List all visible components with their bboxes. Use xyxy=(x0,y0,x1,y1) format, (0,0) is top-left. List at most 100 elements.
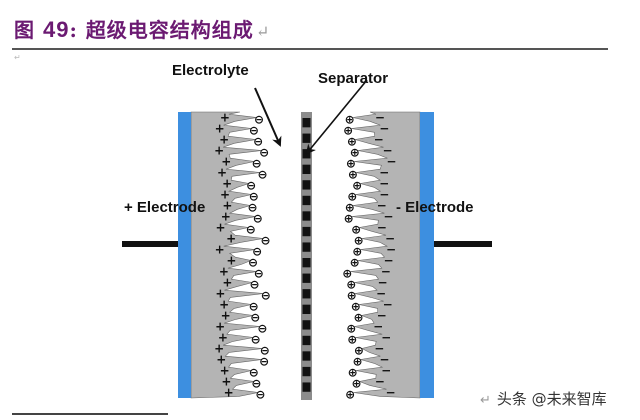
electrolyte-anion: ⊖ xyxy=(249,300,259,314)
electrolyte-cation: ⊕ xyxy=(351,223,361,237)
electrolyte-anion: ⊖ xyxy=(259,355,269,369)
separator-pore xyxy=(302,211,311,221)
electrode-positive-charge: + xyxy=(214,144,224,158)
electrolyte-anion: ⊖ xyxy=(257,168,267,182)
electrode-positive-charge: + xyxy=(220,188,230,202)
return-icon: ↵ xyxy=(480,393,491,408)
electrolyte-label: Electrolyte xyxy=(172,62,249,79)
electrolyte-anion: ⊖ xyxy=(260,344,270,358)
electrode-negative-charge: − xyxy=(385,386,395,400)
electrolyte-cation: ⊕ xyxy=(352,179,362,193)
electrolyte-cation: ⊕ xyxy=(352,355,362,369)
electrode-negative-charge: − xyxy=(381,265,391,279)
negative-current-collector xyxy=(420,112,434,398)
electrode-negative-charge: − xyxy=(377,221,387,235)
positive-electrode-material xyxy=(190,111,264,399)
electrode-negative-charge: − xyxy=(383,298,393,312)
electrolyte-cation: ⊕ xyxy=(351,300,361,314)
electrode-negative-charge: − xyxy=(373,320,383,334)
electrode-negative-charge: − xyxy=(377,199,387,213)
bottom-divider xyxy=(12,413,168,415)
electrode-positive-charge: + xyxy=(219,265,229,279)
electrode-positive-charge: + xyxy=(220,111,230,125)
separator-pore xyxy=(302,242,311,252)
electrolyte-cation: ⊕ xyxy=(353,311,363,325)
electrolyte-anion: ⊖ xyxy=(252,245,262,259)
electrolyte-anion: ⊖ xyxy=(251,333,261,347)
electrolyte-anion: ⊖ xyxy=(254,267,264,281)
electrolyte-cation: ⊕ xyxy=(346,322,356,336)
separator-label: Separator xyxy=(318,70,388,87)
electrode-positive-charge: + xyxy=(222,177,232,191)
electrode-positive-charge: + xyxy=(215,221,225,235)
electrode-positive-charge: + xyxy=(221,210,231,224)
electrolyte-anion: ⊖ xyxy=(252,157,262,171)
electrode-negative-charge: − xyxy=(386,155,396,169)
electrolyte-cation: ⊕ xyxy=(342,267,352,281)
electrode-negative-charge: − xyxy=(379,188,389,202)
watermark-text: 头条 @未来智库 xyxy=(496,390,607,408)
separator-pore xyxy=(302,164,311,174)
negative-wire xyxy=(434,241,492,247)
electrolyte-anion: ⊖ xyxy=(261,289,271,303)
electrode-positive-charge: + xyxy=(217,166,227,180)
electrode-positive-charge: + xyxy=(224,386,234,400)
electrode-positive-charge: + xyxy=(214,342,224,356)
separator-arrow xyxy=(305,79,368,155)
electrode-negative-charge: − xyxy=(386,243,396,257)
electrode-positive-charge: + xyxy=(219,298,229,312)
negative-electrode-material xyxy=(350,111,421,399)
electrolyte-cation: ⊕ xyxy=(350,256,360,270)
electrode-negative-charge: − xyxy=(381,364,391,378)
positive-side-charges: +⊖+⊖+⊖+⊖+⊖+⊖+⊖+⊖+⊖+⊖+⊖+⊖+⊖+⊖+⊖+⊖+⊖+⊖+⊖+⊖… xyxy=(214,111,271,402)
electrode-positive-charge: + xyxy=(222,199,232,213)
electrolyte-cation: ⊕ xyxy=(346,157,356,171)
electrolyte-anion: ⊖ xyxy=(249,278,259,292)
electrode-negative-charge: − xyxy=(374,342,384,356)
electrolyte-cation: ⊕ xyxy=(348,366,358,380)
electrode-positive-charge: + xyxy=(215,243,225,257)
separator-pore xyxy=(302,133,311,143)
figure-title-text: 超级电容结构组成 xyxy=(85,18,254,42)
electrolyte-cation: ⊕ xyxy=(350,146,360,160)
electrode-negative-charge: − xyxy=(374,133,384,147)
figure-prefix: 图 xyxy=(14,18,35,42)
electrode-positive-charge: + xyxy=(226,254,236,268)
figure-number: 49 xyxy=(42,17,70,42)
separator-pore xyxy=(302,118,311,128)
electrolyte-anion: ⊖ xyxy=(249,124,259,138)
electrolyte-cation: ⊕ xyxy=(354,234,364,248)
electrolyte-cation: ⊕ xyxy=(345,388,355,402)
electrode-positive-charge: + xyxy=(221,155,231,169)
electrode-positive-charge: + xyxy=(220,364,230,378)
electrolyte-anion: ⊖ xyxy=(257,322,267,336)
electrolyte-cation: ⊕ xyxy=(343,124,353,138)
electrode-negative-charge: − xyxy=(383,254,393,268)
electrolyte-anion: ⊖ xyxy=(248,256,258,270)
electrolyte-anion: ⊖ xyxy=(250,311,260,325)
figure-title: 图 49: 超级电容结构组成↵ xyxy=(14,14,270,43)
separator-pore xyxy=(302,226,311,237)
separator-pore xyxy=(302,351,311,361)
electrolyte-anion: ⊖ xyxy=(249,190,259,204)
electrode-negative-charge: − xyxy=(383,210,393,224)
electrode-negative-charge: − xyxy=(377,309,387,323)
negative-side-charges: −⊕−⊕−⊕−⊕−⊕−⊕−⊕−⊕−⊕−⊕−⊕−⊕−⊕−⊕−⊕−⊕−⊕−⊕−⊕−⊕… xyxy=(342,111,396,402)
electrode-negative-charge: − xyxy=(379,122,389,136)
electrolyte-arrow xyxy=(254,87,282,147)
electrolyte-cation: ⊕ xyxy=(345,201,355,215)
electrolyte-anion: ⊖ xyxy=(254,113,264,127)
separator-pore xyxy=(302,273,311,283)
electrode-negative-charge: − xyxy=(381,331,391,345)
electrolyte-cation: ⊕ xyxy=(354,344,364,358)
electrolyte-anion: ⊖ xyxy=(253,135,263,149)
electrode-positive-charge: + xyxy=(215,320,225,334)
electrolyte-cation: ⊕ xyxy=(347,333,357,347)
separator-pore xyxy=(302,258,311,268)
electrolyte-cation: ⊕ xyxy=(347,135,357,149)
figure-separator: : xyxy=(69,18,78,42)
electrode-negative-charge: − xyxy=(382,144,392,158)
electrode-negative-charge: − xyxy=(379,177,389,191)
electrode-positive-charge: + xyxy=(218,331,228,345)
